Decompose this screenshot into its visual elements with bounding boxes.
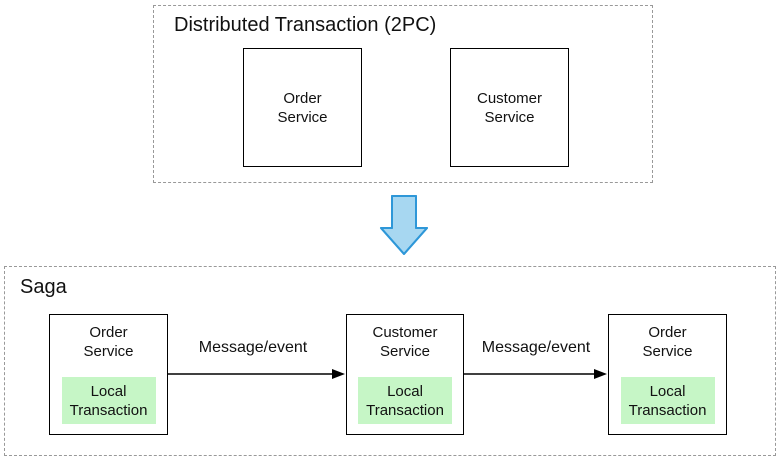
panel-title-2pc: Distributed Transaction (2PC) (174, 14, 437, 36)
node-label: Customer Service (372, 324, 438, 360)
local-transaction-box: Local Transaction (358, 377, 452, 424)
panel-saga: Saga Order Service Local Transaction Cus… (4, 266, 776, 456)
down-arrow-shape (380, 195, 428, 255)
message-event-label-1: Message/event (198, 339, 308, 356)
message-flow-arrow-2 (463, 369, 607, 379)
node-customer-service: Customer Service Local Transaction (346, 314, 464, 435)
node-label: Order Service (83, 324, 134, 360)
node-order-service-1: Order Service Local Transaction (49, 314, 168, 435)
local-transaction-box: Local Transaction (620, 377, 715, 424)
node-label: Customer Service (476, 89, 543, 126)
down-arrow-icon (380, 195, 428, 255)
down-arrow-outline (380, 195, 428, 255)
arrow-head-icon (332, 369, 345, 379)
arrow-head-icon (594, 369, 607, 379)
local-transaction-box: Local Transaction (61, 377, 156, 424)
message-flow-arrow-1 (168, 369, 345, 379)
node-customer-service: Customer Service (450, 48, 569, 167)
panel-distributed-transaction-2pc: Distributed Transaction (2PC) Order Serv… (153, 5, 653, 183)
message-event-label-2: Message/event (481, 339, 591, 356)
node-order-service-2: Order Service Local Transaction (608, 314, 727, 435)
node-label: Order Service (277, 89, 328, 126)
panel-title-saga: Saga (20, 276, 67, 298)
node-order-service: Order Service (243, 48, 362, 167)
node-label: Order Service (642, 324, 693, 360)
